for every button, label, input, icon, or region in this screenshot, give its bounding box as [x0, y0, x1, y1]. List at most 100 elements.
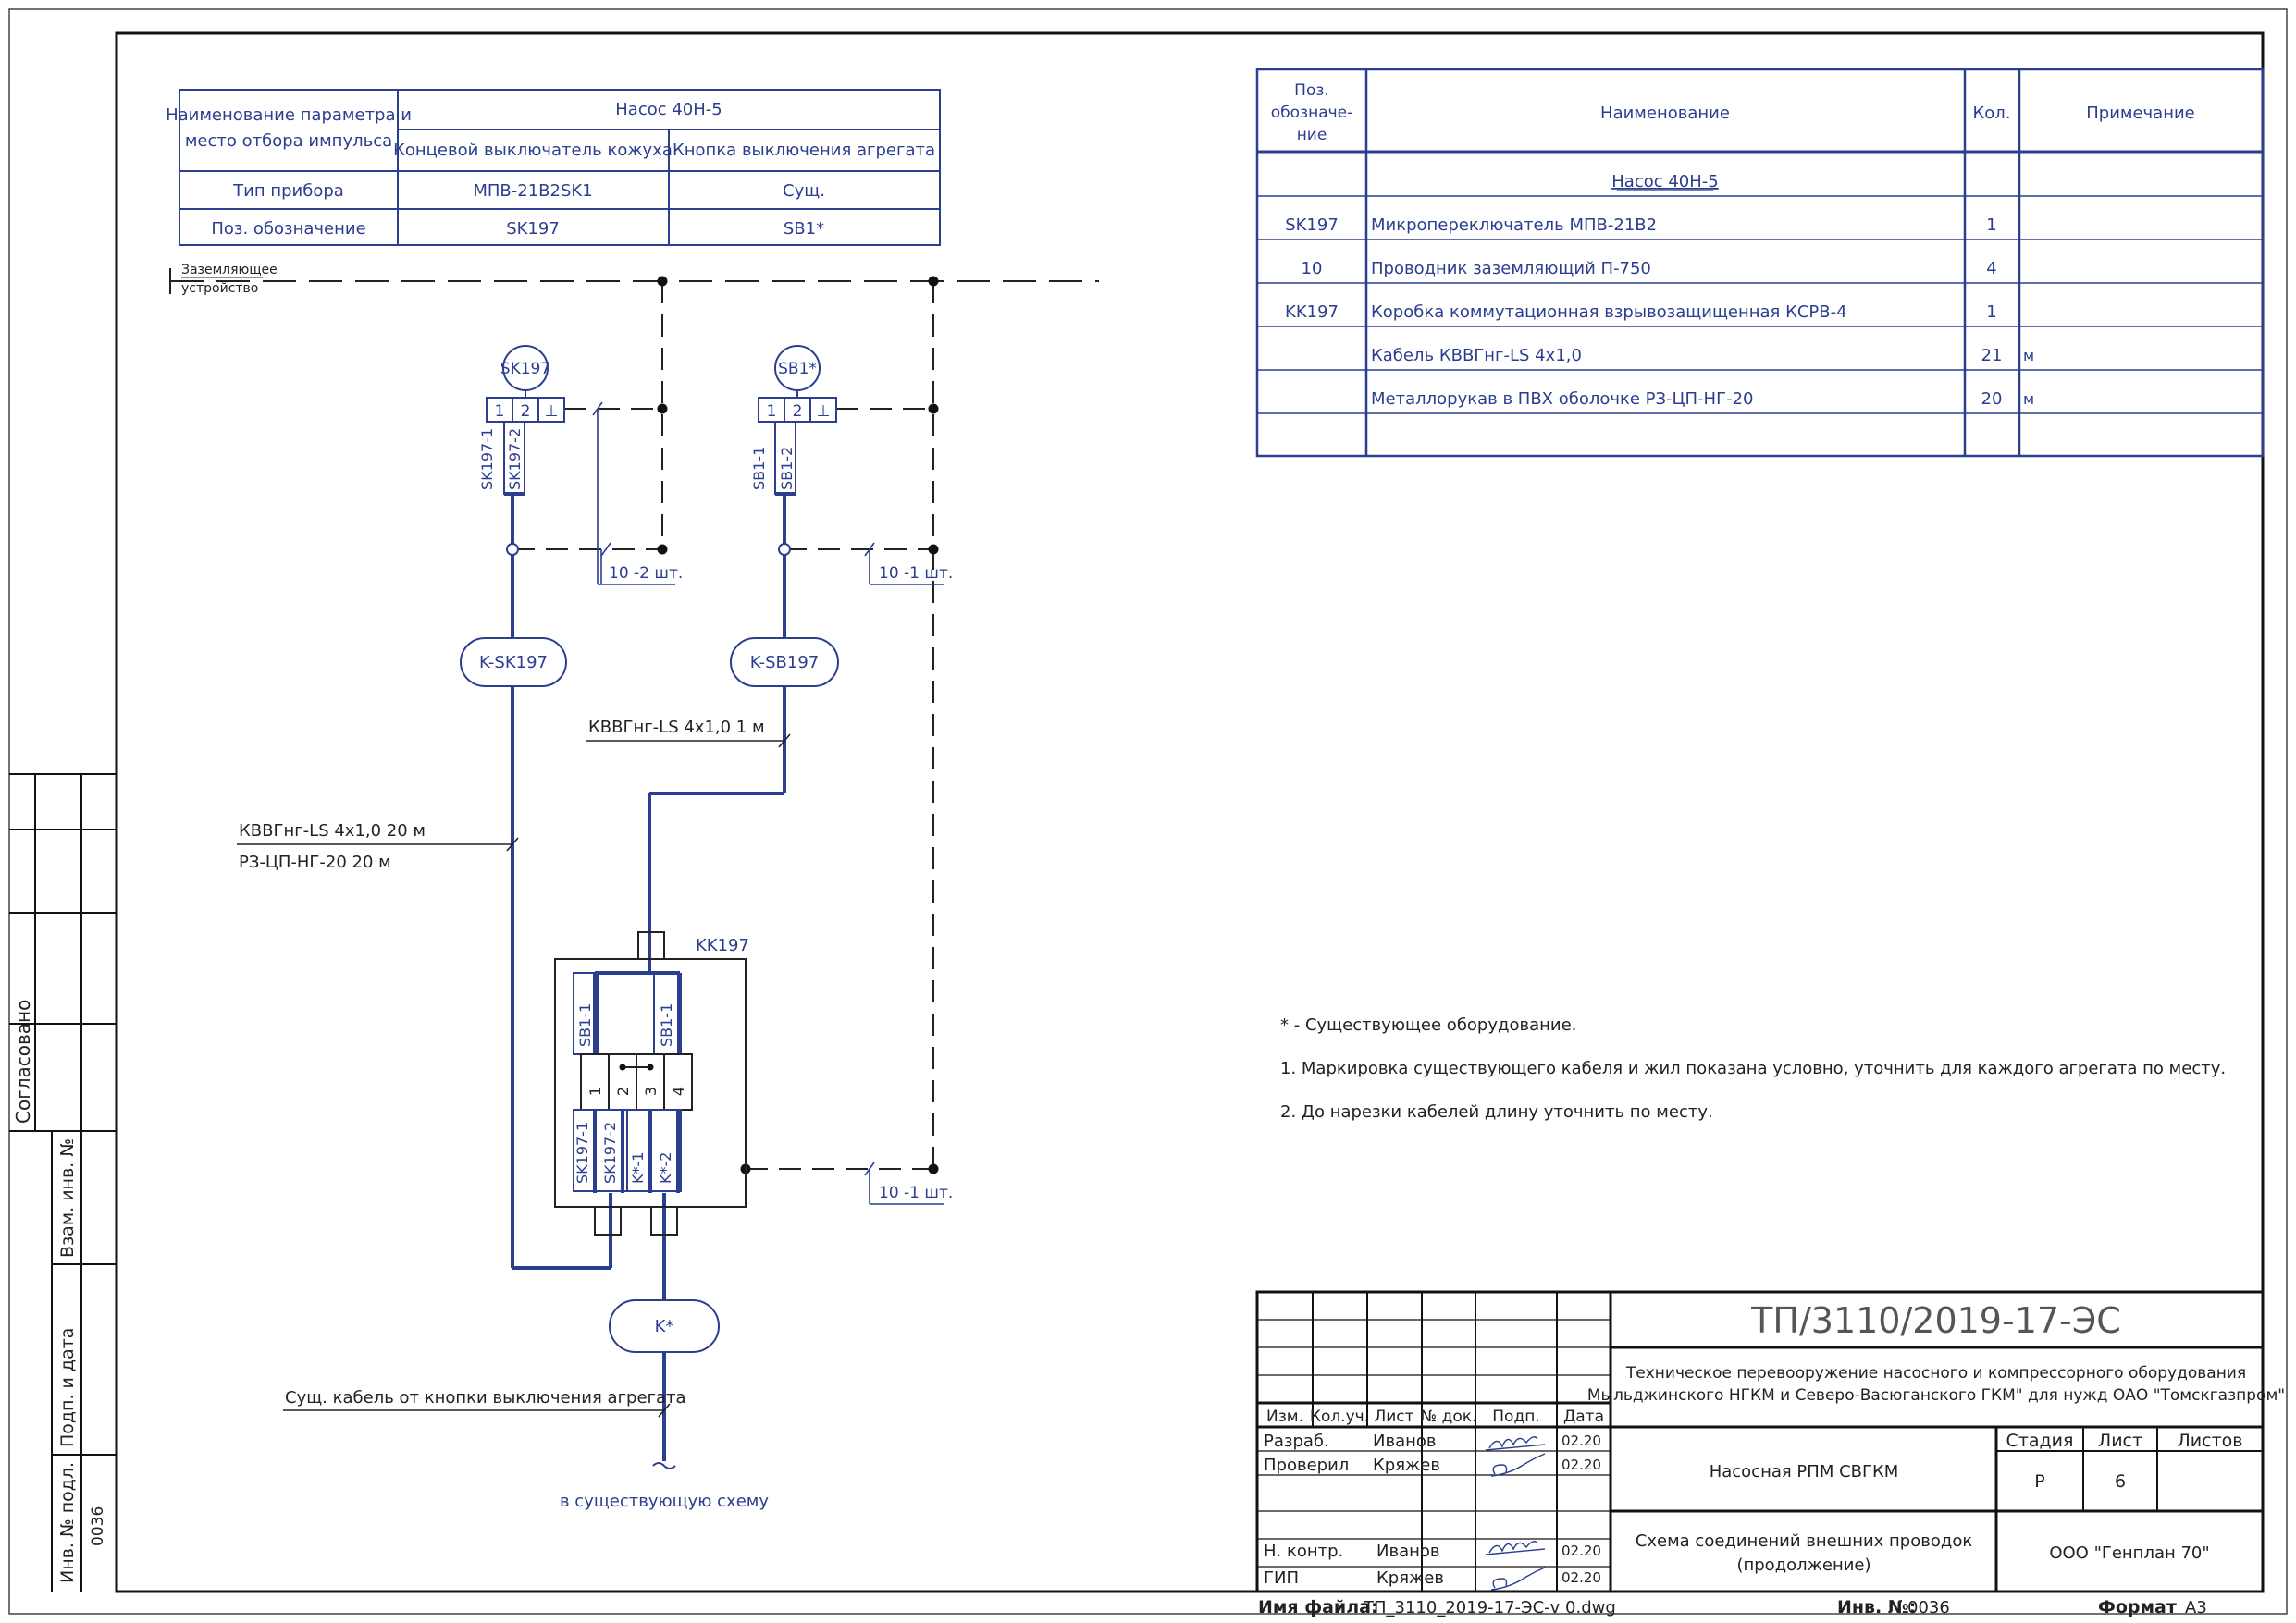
cable-break-symbol: [652, 1462, 676, 1469]
kk-top-sb1-left: SB1-1: [576, 1003, 594, 1047]
device-sb1: SB1* 1 2 ⊥ SB1-1 SB1-2: [750, 345, 837, 496]
spec-row-name: Кабель КВВГнг-LS 4x1,0: [1371, 346, 1582, 365]
tb-r1-role: Разраб.: [1264, 1432, 1329, 1451]
kk-term-3: 3: [642, 1087, 660, 1096]
footer-format-label: Формат: [2098, 1597, 2177, 1617]
tb-r1-date: 02.20: [1562, 1432, 1601, 1449]
footer: Имя файла: ТП_3110_2019-17-ЭС-v 0.dwg Ин…: [1258, 1597, 2207, 1617]
footer-file-label: Имя файла:: [1258, 1597, 1378, 1617]
signature-kryazhev: [1490, 1453, 1546, 1591]
company-name: ООО "Генплан 70": [2049, 1543, 2209, 1563]
tb-r2-date: 02.20: [1562, 1457, 1601, 1473]
footer-inv-value: 0036: [1907, 1598, 1950, 1617]
tb-r3-date: 02.20: [1562, 1543, 1601, 1559]
sb-term-gnd: ⊥: [817, 402, 831, 421]
ground-note-2: 10 -2 шт.: [609, 564, 683, 583]
sb-wire-2: SB1-2: [778, 447, 796, 490]
spec-row-qty: 1: [1986, 215, 1996, 235]
footer-inv-label: Инв. №:: [1837, 1597, 1916, 1617]
side-inv-value: 0036: [89, 1506, 107, 1546]
tb-sheet-h: Лист: [2098, 1431, 2142, 1451]
tb-h-data: Дата: [1563, 1408, 1604, 1426]
tb-stage: Р: [2034, 1471, 2044, 1492]
outer-border: [8, 8, 2288, 1615]
sk-term-gnd: ⊥: [545, 402, 559, 421]
param-col1-line2: место отбора импульса: [185, 131, 392, 151]
ground-branches: [512, 281, 934, 1170]
spec-row-qty: 21: [1981, 346, 2003, 365]
sb-term-2: 2: [793, 402, 803, 421]
footer-file-name: ТП_3110_2019-17-ЭС-v 0.dwg: [1363, 1598, 1616, 1617]
signature-ivanov: [1485, 1436, 1546, 1555]
spec-row-name: Микропереключатель МПВ-21В2: [1371, 215, 1657, 235]
spec-h-pos-2: обозначе-: [1271, 104, 1353, 122]
spec-row-name: Насос 40Н-5: [1611, 172, 1718, 191]
sb-term-1: 1: [767, 402, 777, 421]
doc-title-line2: (продолжение): [1736, 1555, 1870, 1575]
spec-row-qty: 20: [1981, 389, 2003, 409]
tb-sheets-h: Листов: [2178, 1431, 2243, 1451]
param-type-2: Сущ.: [783, 181, 825, 201]
spec-h-pos-3: ние: [1297, 126, 1327, 144]
project-line2: Мыльджинского НГКМ и Северо-Васюганского…: [1587, 1386, 2285, 1405]
inner-frame: [115, 31, 2265, 1593]
spec-table: Поз. обозначе- ние Наименование Кол. При…: [1255, 68, 2265, 458]
param-group-header: Насос 40Н-5: [615, 100, 722, 119]
cable-routes: [511, 494, 786, 1461]
sk-wire-2: SK197-2: [506, 428, 524, 490]
ground-dots: [657, 276, 939, 1174]
spec-row-name: Металлорукав в ПВХ оболочке РЗ-ЦП-НГ-20: [1371, 389, 1753, 409]
kk-top-sb1-right: SB1-1: [658, 1003, 675, 1047]
spec-row-pos: SK197: [1285, 215, 1339, 235]
tb-r2-name: Кряжев: [1373, 1456, 1440, 1475]
param-type-label: Тип прибора: [232, 181, 344, 201]
param-type-1: МПВ-21В2SK1: [473, 181, 592, 201]
device-sk197-label: SK197: [500, 360, 550, 378]
note-line: * - Существующее оборудование.: [1280, 1015, 1576, 1035]
cable-ksb197: K-SB197: [730, 637, 839, 687]
notes: * - Существующее оборудование. 1. Маркир…: [1280, 1015, 2226, 1122]
spec-h-note: Примечание: [2086, 104, 2195, 123]
kk-term-4: 4: [670, 1087, 687, 1096]
cable-k-label: K*: [655, 1317, 674, 1336]
junction-box-kk197: KK197 SB1-1 SB1-1 1 2 3 4 SK197-1 SK197-…: [554, 931, 749, 1236]
tb-r3-role: Н. контр.: [1264, 1542, 1343, 1561]
existing-cable-label: Сущ. кабель от кнопки выключения агрегат…: [285, 1388, 686, 1408]
side-inv-label: Инв. № подл.: [57, 1462, 78, 1583]
tb-stage-h: Стадия: [2006, 1431, 2074, 1451]
sk-wire-1: SK197-1: [478, 428, 496, 490]
title-block: ТП/3110/2019-17-ЭС Техническое перевоору…: [1255, 1290, 2285, 1593]
tb-r1-name: Иванов: [1373, 1432, 1437, 1451]
param-col1-line1: Наименование параметра и: [166, 105, 412, 125]
spec-row-note: м: [2023, 347, 2034, 364]
spec-row-qty: 1: [1986, 302, 1996, 322]
note-line: 2. До нарезки кабелей длину уточнить по …: [1280, 1102, 1713, 1122]
param-sub-header-2: Кнопка выключения агрегата: [673, 141, 935, 160]
param-pos-label: Поз. обозначение: [211, 219, 365, 239]
cable-ksk197: K-SK197: [460, 637, 567, 687]
tb-h-koluch: Кол.уч.: [1310, 1408, 1369, 1426]
sk-term-1: 1: [495, 402, 505, 421]
side-podp-label: Подп. и дата: [57, 1328, 78, 1447]
sb-wire-1: SB1-1: [750, 447, 768, 490]
spec-h-qty: Кол.: [1972, 104, 2010, 123]
cable-sk-spec-2: РЗ-ЦП-НГ-20 20 м: [239, 853, 391, 872]
object-name: Насосная РПМ СВГКМ: [1710, 1462, 1899, 1482]
spec-row-note: м: [2023, 390, 2034, 408]
tb-sheet: 6: [2115, 1471, 2126, 1492]
ground-note-1a: 10 -1 шт.: [879, 564, 953, 583]
tb-h-izm: Изм.: [1266, 1408, 1303, 1426]
doc-code: ТП/3110/2019-17-ЭС: [1750, 1300, 2121, 1341]
tb-r4-role: ГИП: [1264, 1568, 1299, 1588]
cable-sb-spec: КВВГнг-LS 4x1,0 1 м: [588, 718, 765, 737]
device-sb1-label: SB1*: [778, 360, 817, 378]
param-pos-1: SK197: [506, 219, 560, 239]
cable-ksk197-label: K-SK197: [479, 653, 548, 672]
cable-sk-spec-1: КВВГнг-LS 4x1,0 20 м: [239, 821, 426, 841]
note-line: 1. Маркировка существующего кабеля и жил…: [1280, 1059, 2226, 1078]
grounding-bus: Заземляющее устройство: [169, 263, 1099, 296]
sk-term-2: 2: [521, 402, 531, 421]
cable-leaders: [237, 733, 791, 1418]
param-sub-header-1: Концевой выключатель кожуха: [393, 141, 673, 160]
